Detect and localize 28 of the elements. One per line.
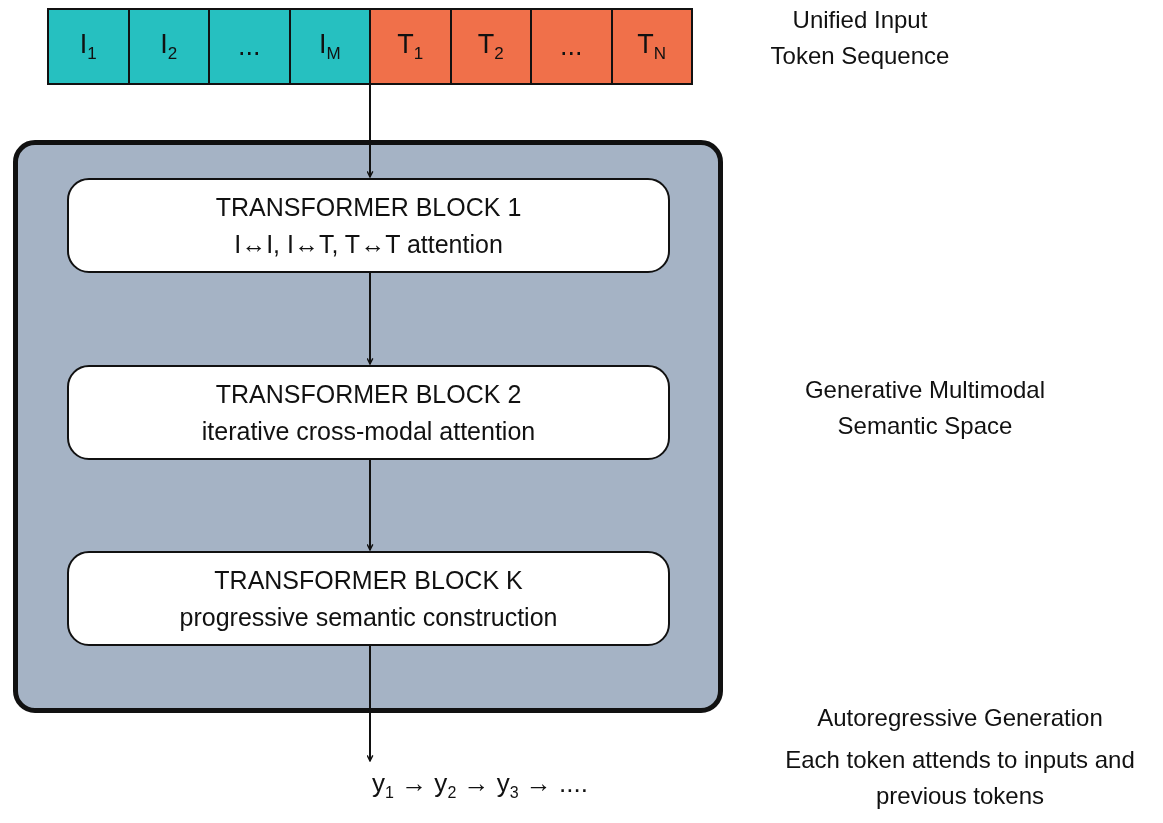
token-cell: I$_{2}$	[129, 10, 208, 83]
transformer-block	[67, 365, 670, 460]
token-sequence-bar	[47, 8, 693, 85]
token-cell: T$_{N}$	[612, 10, 691, 83]
token-cell: I$_{1}$	[49, 10, 128, 83]
side-note: Each token attends to inputs and previous tokens	[784, 745, 1136, 811]
token-cell: I$_{M}$	[290, 10, 369, 83]
block-title: TRANSFORMER BLOCK 2	[215, 379, 522, 409]
arrow	[366, 84, 374, 178]
arrow	[366, 645, 374, 762]
output-sequence: y$_{1}$ → y$_{2}$ → y$_{3}$ → ....	[330, 762, 630, 808]
token-cell: T$_{2}$	[451, 10, 530, 83]
block-title: TRANSFORMER BLOCK K	[214, 565, 523, 595]
side-note: Autoregressive Generation	[816, 703, 1104, 733]
transformer-block	[67, 551, 670, 646]
token-cell: ...	[210, 10, 289, 83]
transformer-block	[67, 178, 670, 273]
block-description: iterative cross-modal attention	[201, 416, 536, 446]
block-description: I↔I, I↔T, T↔T attention	[234, 229, 503, 259]
side-caption: Unified Input Token Sequence	[769, 5, 951, 71]
block-description: progressive semantic construction	[179, 602, 558, 632]
token-cell: T$_{1}$	[371, 10, 450, 83]
block-title: TRANSFORMER BLOCK 1	[215, 192, 522, 222]
semantic-space-panel	[13, 140, 723, 713]
side-caption: Generative Multimodal Semantic Space	[803, 375, 1047, 441]
arrow	[366, 459, 374, 551]
token-cell: ...	[532, 10, 611, 83]
arrow	[366, 272, 374, 365]
